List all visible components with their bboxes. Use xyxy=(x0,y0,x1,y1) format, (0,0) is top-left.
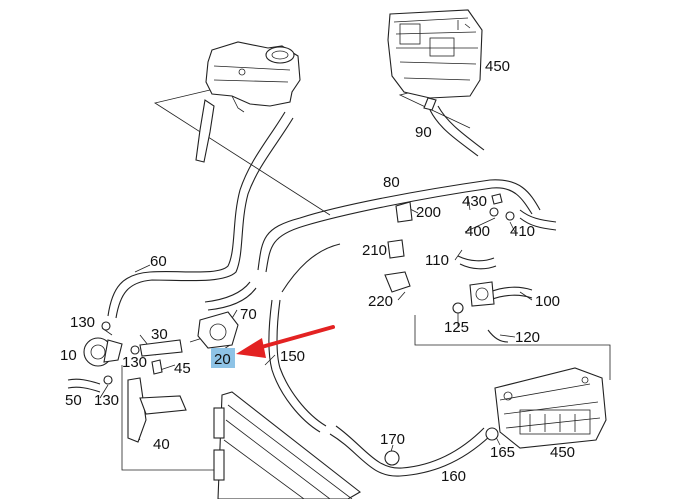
callout-200: 200 xyxy=(416,204,441,221)
callout-120: 120 xyxy=(515,329,540,346)
callout-130-a: 130 xyxy=(70,314,95,331)
callout-430: 430 xyxy=(462,193,487,210)
callout-130-c: 130 xyxy=(94,392,119,409)
callout-165: 165 xyxy=(490,444,515,461)
callout-450-bottom: 450 xyxy=(550,444,575,461)
callout-70: 70 xyxy=(240,306,257,323)
callout-40: 40 xyxy=(153,436,170,453)
callout-80: 80 xyxy=(383,174,400,191)
callout-210: 210 xyxy=(362,242,387,259)
hoses xyxy=(67,105,557,477)
callout-100: 100 xyxy=(535,293,560,310)
fittings xyxy=(83,193,515,466)
expansion-tank xyxy=(195,41,301,163)
callout-450-top: 450 xyxy=(485,58,510,75)
callout-400: 400 xyxy=(465,223,490,240)
callout-170: 170 xyxy=(380,431,405,448)
callout-60: 60 xyxy=(150,253,167,270)
callout-125: 125 xyxy=(444,319,469,336)
callout-110: 110 xyxy=(425,252,449,269)
callout-220: 220 xyxy=(368,293,393,310)
callout-45: 45 xyxy=(174,360,191,377)
control-unit-top xyxy=(387,9,483,111)
callout-90: 90 xyxy=(415,124,432,141)
radiator xyxy=(213,391,361,499)
callout-410: 410 xyxy=(510,223,535,240)
arrow xyxy=(236,325,335,358)
callout-150: 150 xyxy=(280,348,305,365)
callout-20: 20 xyxy=(214,351,231,368)
callout-160: 160 xyxy=(441,468,466,485)
highlight-box xyxy=(211,348,235,368)
callout-10: 10 xyxy=(60,347,77,364)
callout-30: 30 xyxy=(151,326,168,343)
callout-50: 50 xyxy=(65,392,82,409)
callout-130-b: 130 xyxy=(122,354,147,371)
control-unit-bottom xyxy=(494,367,607,449)
